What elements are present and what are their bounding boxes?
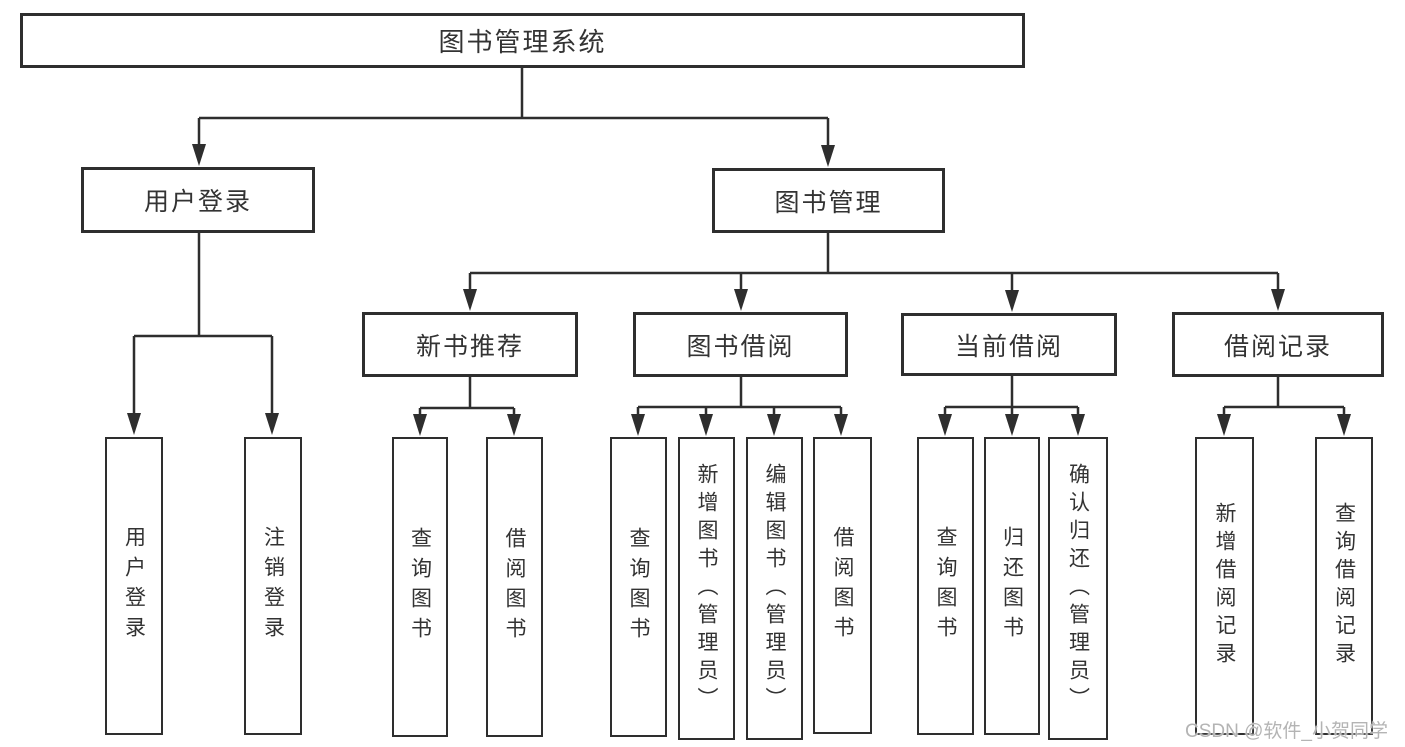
node-book-borrow-label: 图书借阅: [686, 332, 795, 361]
node-new-book-recommend: 新书推荐: [362, 312, 578, 377]
leaf-return-book: 归还图书: [984, 437, 1040, 735]
leaf-query-borrow-record-label: 查询借阅记录: [1332, 502, 1356, 670]
leaf-query-books-2-label: 查询图书: [627, 527, 650, 647]
leaf-query-borrow-record: 查询借阅记录: [1315, 437, 1373, 735]
node-root-system: 图书管理系统: [20, 13, 1025, 68]
node-book-management-label: 图书管理: [774, 188, 883, 217]
leaf-query-books-1: 查询图书: [392, 437, 448, 737]
leaf-confirm-return-admin-label: 确认归还（管理员）: [1066, 462, 1090, 715]
connector-lines: [132, 68, 1346, 420]
leaf-return-book-label: 归还图书: [1000, 526, 1024, 646]
arrowheads: [127, 144, 1351, 436]
leaf-logout: 注销登录: [244, 437, 302, 735]
node-current-borrow: 当前借阅: [901, 313, 1117, 376]
leaf-query-books-2: 查询图书: [610, 437, 667, 737]
leaf-borrow-books-1: 借阅图书: [486, 437, 543, 737]
node-user-login-label: 用户登录: [143, 188, 252, 216]
node-user-login: 用户登录: [81, 167, 315, 233]
leaf-add-borrow-record: 新增借阅记录: [1195, 437, 1254, 735]
leaf-borrow-books-2: 借阅图书: [813, 437, 872, 734]
leaf-query-books-3-label: 查询图书: [934, 526, 957, 646]
leaf-logout-label: 注销登录: [261, 526, 285, 646]
node-new-book-recommend-label: 新书推荐: [415, 332, 524, 361]
leaf-user-login: 用户登录: [105, 437, 163, 735]
leaf-borrow-books-1-label: 借阅图书: [503, 527, 526, 647]
leaf-query-books-3: 查询图书: [917, 437, 974, 735]
leaf-borrow-books-2-label: 借阅图书: [831, 525, 854, 646]
csdn-watermark: CSDN @软件_小贺同学: [1185, 721, 1388, 742]
leaf-confirm-return-admin: 确认归还（管理员）: [1048, 437, 1108, 740]
leaf-edit-book-admin-label: 编辑图书（管理员）: [763, 462, 786, 715]
node-book-borrow: 图书借阅: [633, 312, 848, 377]
leaf-edit-book-admin: 编辑图书（管理员）: [746, 437, 803, 740]
node-borrow-records-label: 借阅记录: [1223, 332, 1332, 361]
node-borrow-records: 借阅记录: [1172, 312, 1384, 377]
leaf-user-login-label: 用户登录: [122, 526, 146, 646]
node-current-borrow-label: 当前借阅: [954, 332, 1063, 361]
node-book-management: 图书管理: [712, 168, 945, 233]
leaf-add-book-admin-label: 新增图书（管理员）: [695, 462, 718, 715]
leaf-add-book-admin: 新增图书（管理员）: [678, 437, 735, 740]
node-root-label: 图书管理系统: [438, 27, 607, 57]
leaf-query-books-1-label: 查询图书: [408, 527, 432, 647]
leaf-add-borrow-record-label: 新增借阅记录: [1213, 502, 1236, 670]
